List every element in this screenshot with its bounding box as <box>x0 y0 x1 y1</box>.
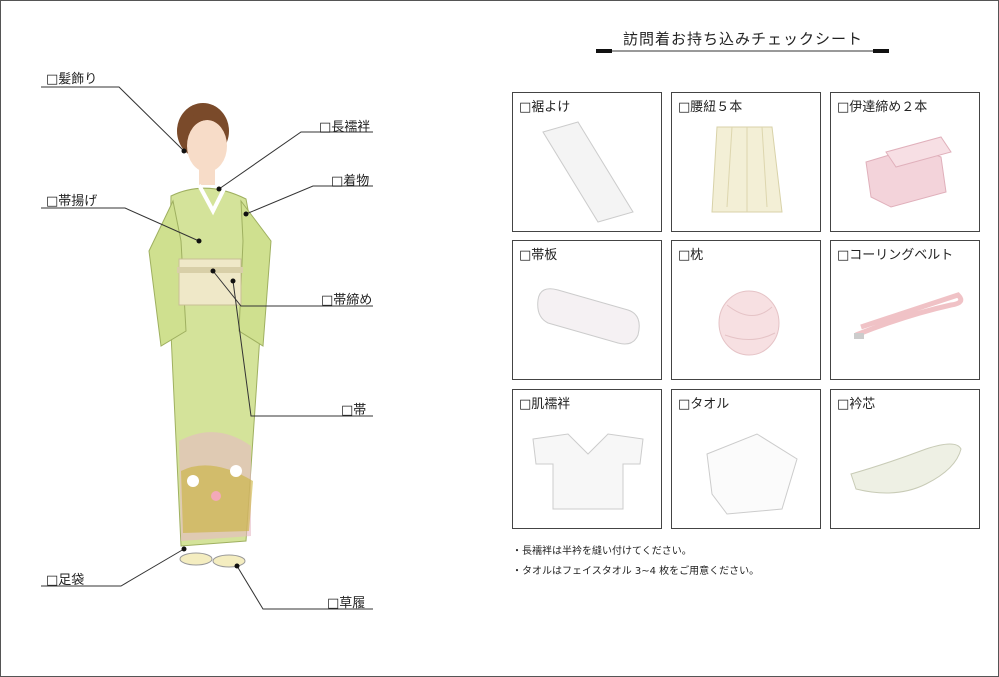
label-nagajuban: □長襦袢 <box>319 120 371 135</box>
calling-belt-image <box>854 292 964 339</box>
item-datejime: □伊達締め２本 <box>830 92 980 232</box>
item-label: □タオル <box>678 397 730 412</box>
item-label: □帯板 <box>519 248 558 263</box>
label-kimono: □着物 <box>331 174 370 189</box>
item-calling-belt: □コーリングベルト <box>830 240 980 380</box>
item-label: □裾よけ <box>519 100 571 115</box>
towel-image <box>706 433 798 515</box>
item-susoyoke: □裾よけ <box>512 92 662 232</box>
label-obiage: □帯揚げ <box>46 194 98 209</box>
makura-image <box>718 290 780 356</box>
item-koshihimo: □腰紐５本 <box>671 92 821 232</box>
item-label: □枕 <box>678 248 704 263</box>
susoyoke-image <box>542 121 634 223</box>
item-towel: □タオル <box>671 389 821 529</box>
kimono-figure <box>148 103 272 568</box>
item-label: □腰紐５本 <box>678 100 743 115</box>
label-obi: □帯 <box>341 403 367 418</box>
label-kamikazari: □髪飾り <box>46 72 98 87</box>
koshihimo-image <box>711 126 783 213</box>
datejime-image <box>865 136 952 208</box>
item-label: □コーリングベルト <box>837 248 954 263</box>
erishin-image <box>850 443 962 494</box>
item-label: □衿芯 <box>837 397 876 412</box>
page-title: 訪問着お持ち込みチェックシート <box>623 30 864 48</box>
item-obiita: □帯板 <box>512 240 662 380</box>
label-tabi: □足袋 <box>46 573 85 588</box>
leader-lines <box>41 86 373 610</box>
item-hadajuban: □肌襦袢 <box>512 389 662 529</box>
hadajuban-image <box>532 433 644 510</box>
label-zori: □草履 <box>327 596 366 611</box>
item-erishin: □衿芯 <box>830 389 980 529</box>
note-2: ・タオルはフェイスタオル 3~4 枚をご用意ください。 <box>512 566 760 577</box>
item-label: □肌襦袢 <box>519 397 571 412</box>
label-obijime: □帯締め <box>321 293 373 308</box>
note-1: ・長襦袢は半衿を縫い付けてください。 <box>512 546 692 557</box>
item-label: □伊達締め２本 <box>837 100 928 115</box>
obiita-image <box>537 288 640 345</box>
item-makura: □枕 <box>671 240 821 380</box>
